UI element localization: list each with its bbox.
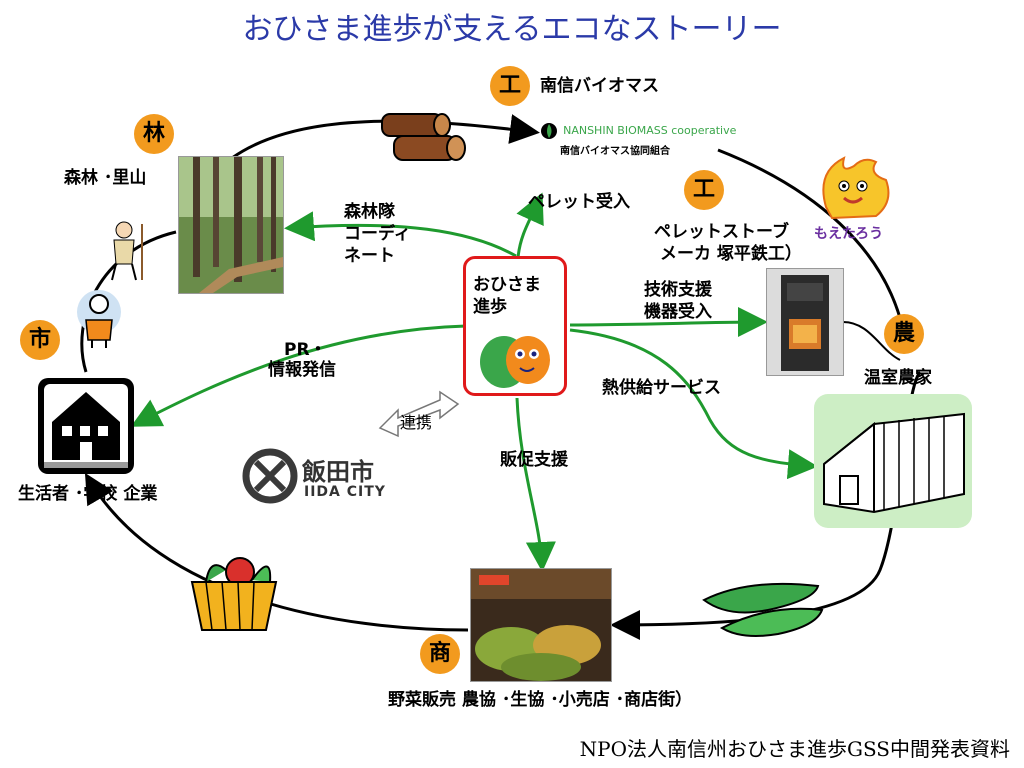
iida-city-logo-icon: [242, 448, 298, 504]
agriculture-badge: 農: [884, 314, 924, 354]
pellet-accept-arrow: [516, 192, 544, 259]
citizen-icon: [77, 290, 121, 348]
forest-coord-label-1: 森林隊: [344, 202, 395, 222]
vegetable-basket-icon: [190, 557, 278, 631]
page-title: おひさま進歩が支えるエコなストーリー: [242, 12, 782, 47]
greenhouse-icon: [814, 394, 972, 528]
center-line1: おひさま: [473, 275, 541, 295]
logs-icon: [381, 113, 466, 161]
footer-caption: NPO法人南信州おひさま進歩GSS中間発表資料: [579, 737, 1010, 761]
forest-coord-label-2: コーディ: [344, 224, 411, 244]
heat-service-label: 熱供給サービス: [602, 378, 721, 398]
tech-support-arrow: [569, 307, 768, 338]
biomass-logo: NANSHIN BIOMASS cooperative: [540, 120, 736, 140]
cycle-forest-to-biomass: [231, 114, 540, 160]
industry-badge-right: 工: [684, 170, 724, 210]
cucumber-icon: [702, 582, 824, 637]
moetaro-caption: もえたろう: [814, 226, 883, 242]
tech-support-label-2: 機器受入: [644, 302, 712, 322]
tech-support-label-1: 技術支援: [644, 280, 712, 300]
sales-promo-label: 販促支援: [500, 450, 568, 470]
market-photo: [470, 568, 612, 682]
biomass-logo-jp: 南信バイオマス協同組合: [560, 146, 670, 157]
city-label: 生活者 ･学校 企業: [18, 484, 158, 504]
ohisama-center-text: おひさま 進歩: [473, 274, 541, 318]
center-line2: 進歩: [473, 297, 507, 317]
stove-maker-line2: メーカ 塚平鉄工）: [660, 244, 802, 264]
market-label: 野菜販売 農協 ･生協 ･小売店 ･商店街）: [388, 690, 693, 710]
pellet-accept-label: ペレット受入: [528, 192, 630, 212]
cooperation-label: 連携: [400, 413, 433, 432]
cooperation-arrow: [378, 390, 460, 438]
industry-badge-top: 工: [490, 66, 530, 106]
pr-arrow: [130, 324, 467, 427]
moetaro-mascot-icon: もえたろう: [814, 156, 890, 242]
hiker-icon: [111, 221, 143, 281]
forest-coord-label-3: ネート: [344, 246, 395, 266]
stove-to-farm-line: [842, 321, 901, 361]
cycle-biomass-to-farm: [717, 148, 902, 319]
pellet-stove-photo: [766, 268, 844, 376]
forest-coord-arrow: [284, 211, 517, 258]
commerce-badge: 商: [420, 634, 460, 674]
biomass-logo-icon: [541, 122, 557, 139]
cycle-city-to-forest: [80, 230, 177, 373]
biomass-logo-en: NANSHIN BIOMASS cooperative: [563, 124, 737, 137]
iida-city-kanji: 飯田市: [302, 458, 374, 486]
biomass-label: 南信バイオマス: [540, 76, 659, 96]
forest-photo: [178, 156, 284, 294]
city-badge: 市: [20, 320, 60, 360]
forest-label: 森林 ･里山: [64, 168, 147, 188]
greenhouse-label: 温室農家: [864, 368, 932, 388]
city-house-icon: [38, 378, 134, 474]
sales-promo-arrow: [515, 397, 556, 572]
forest-badge: 林: [134, 114, 174, 154]
iida-city-en: IIDA CITY: [304, 484, 386, 500]
pr-label-1: PR・: [284, 340, 327, 360]
stove-maker-line1: ペレットストーブ: [654, 222, 789, 242]
ohisama-mascot-icon: [480, 336, 550, 388]
heat-service-arrow: [569, 328, 818, 480]
pr-label-2: 情報発信: [268, 360, 336, 380]
